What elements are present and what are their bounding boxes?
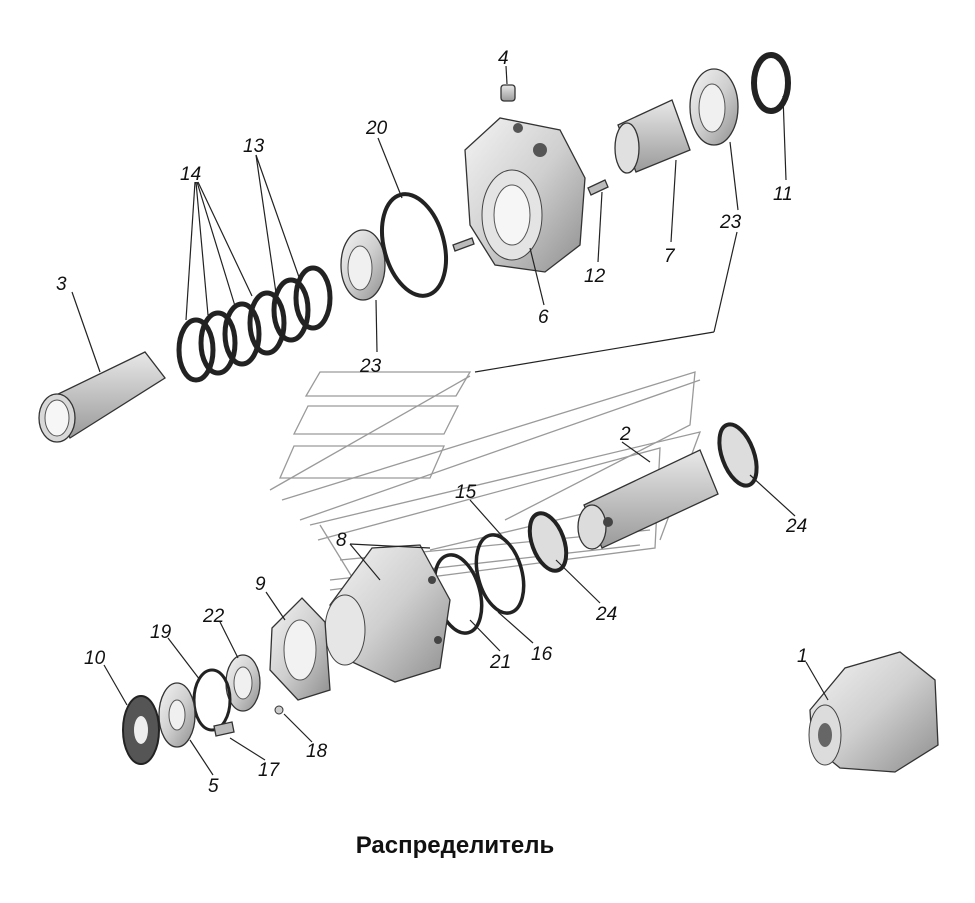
part-5-washer — [158, 682, 196, 748]
label-15: 15 — [455, 482, 477, 503]
part-17-bolt — [213, 721, 235, 737]
part-23-bearing-right — [689, 68, 739, 146]
part-12-pin — [587, 179, 609, 196]
part-4-plug — [500, 84, 516, 102]
label-6: 6 — [538, 307, 549, 328]
label-23-right: 23 — [719, 212, 742, 233]
part-24-washer-left — [527, 511, 569, 573]
part-13-rings — [247, 265, 333, 356]
label-20: 20 — [365, 118, 388, 139]
label-24-right: 24 — [785, 516, 807, 537]
label-1: 1 — [797, 646, 808, 667]
label-4: 4 — [498, 48, 509, 69]
part-9-flange — [269, 597, 331, 701]
part-22-seal — [225, 654, 261, 712]
label-9: 9 — [255, 574, 266, 595]
label-21: 21 — [489, 652, 511, 673]
label-16: 16 — [531, 644, 553, 665]
label-19: 19 — [150, 622, 172, 643]
part-20-ring — [380, 192, 448, 298]
label-13: 13 — [243, 136, 265, 157]
part-6-housing — [464, 117, 586, 273]
label-5: 5 — [208, 776, 219, 797]
label-14: 14 — [180, 164, 201, 185]
part-1-assembly — [808, 651, 939, 773]
part-pin-left — [452, 237, 475, 252]
part-11-washer — [751, 52, 791, 114]
part-18-pin — [274, 705, 284, 715]
part-3-sleeve — [38, 351, 166, 443]
label-18: 18 — [306, 741, 328, 762]
label-22: 22 — [202, 606, 225, 627]
part-8-cover — [324, 544, 451, 683]
part-10-disc — [122, 695, 160, 765]
part-2-shaft — [577, 449, 719, 550]
label-23-left: 23 — [359, 356, 382, 377]
label-2: 2 — [619, 424, 631, 445]
part-14-rings — [176, 301, 262, 383]
diagram-title: Распределитель — [355, 832, 555, 859]
callout-labels: 3 14 13 20 4 6 12 7 23 11 23 2 24 24 15 … — [56, 48, 808, 797]
label-10: 10 — [84, 648, 106, 669]
label-12: 12 — [584, 266, 606, 287]
label-17: 17 — [258, 760, 281, 781]
label-11: 11 — [773, 184, 793, 205]
label-8: 8 — [336, 530, 347, 551]
label-24-left: 24 — [595, 604, 617, 625]
label-7: 7 — [664, 246, 676, 267]
part-23-bearing-left — [340, 229, 386, 301]
leader-lines — [71, 65, 829, 776]
part-19-snap-ring — [192, 668, 232, 732]
label-3: 3 — [56, 274, 67, 295]
part-24-washer-right — [717, 422, 759, 488]
part-7-piston — [614, 99, 691, 174]
